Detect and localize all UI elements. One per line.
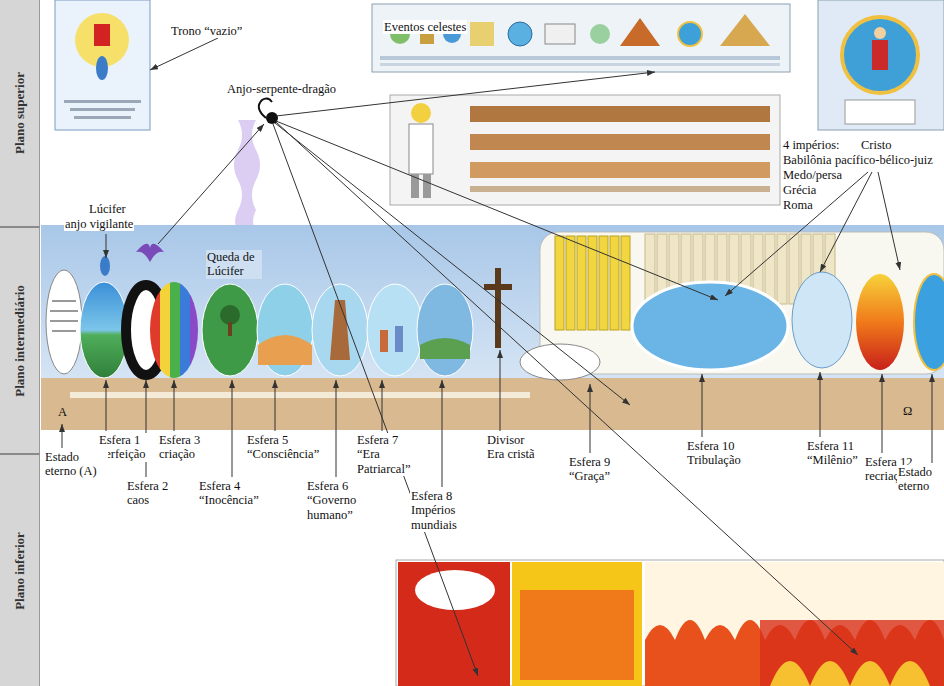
plane-label: Plano inferior: [12, 532, 28, 610]
annotation-label: Babilônia: [782, 153, 833, 167]
plane-band: Plano intermediário: [0, 228, 40, 455]
annotation-label: Esfera 5 “Consciência”: [246, 433, 328, 462]
annotation-label: Ω: [902, 404, 913, 418]
annotation-label: Esfera 7 “Era Patriarcal”: [356, 433, 420, 476]
annotation-label: Eventos celestes: [383, 20, 467, 34]
plane-label: Plano superior: [12, 72, 28, 154]
plane-band: Plano inferior: [0, 455, 40, 686]
annotation-label: Cristo: [860, 138, 893, 152]
annotation-label: Esfera 4 “Inocência”: [198, 479, 268, 508]
annotation-label: Esfera 10 Tribulação: [686, 439, 750, 468]
annotation-label: Roma: [782, 198, 814, 212]
plane-band: Plano superior: [0, 0, 40, 228]
annotation-label: Anjo-serpente-dragão: [226, 82, 337, 96]
annotation-label: anjo vigilante: [64, 217, 134, 231]
annotation-label: Estado eterno: [897, 465, 941, 494]
annotation-label: Queda de Lúcifer: [206, 250, 262, 279]
annotation-label: Grécia: [782, 183, 817, 197]
annotation-label: pacífico-bélico-juiz: [834, 153, 934, 167]
annotation-label: Esfera 3 criação: [158, 433, 216, 462]
annotation-label: Estado eterno (A): [44, 450, 108, 479]
annotation-label: Esfera 2 caos: [126, 479, 182, 508]
annotation-label: Esfera 11 “Milênio”: [806, 439, 866, 468]
annotation-label: Trono “vazio”: [170, 24, 243, 38]
annotation-label: Esfera 6 “Governo humano”: [306, 479, 370, 522]
annotation-label: A: [57, 405, 68, 419]
annotation-label: Lúcifer: [88, 202, 127, 216]
annotation-label: Divisor Era cristã: [486, 433, 542, 462]
plane-label: Plano intermediário: [12, 285, 28, 397]
annotation-label: 4 impérios:: [782, 138, 841, 152]
annotation-label: Esfera 8 Impérios mundiais: [410, 489, 470, 532]
annotation-label: Esfera 9 “Graça”: [568, 455, 624, 484]
annotation-label: Medo/persa: [782, 168, 843, 182]
